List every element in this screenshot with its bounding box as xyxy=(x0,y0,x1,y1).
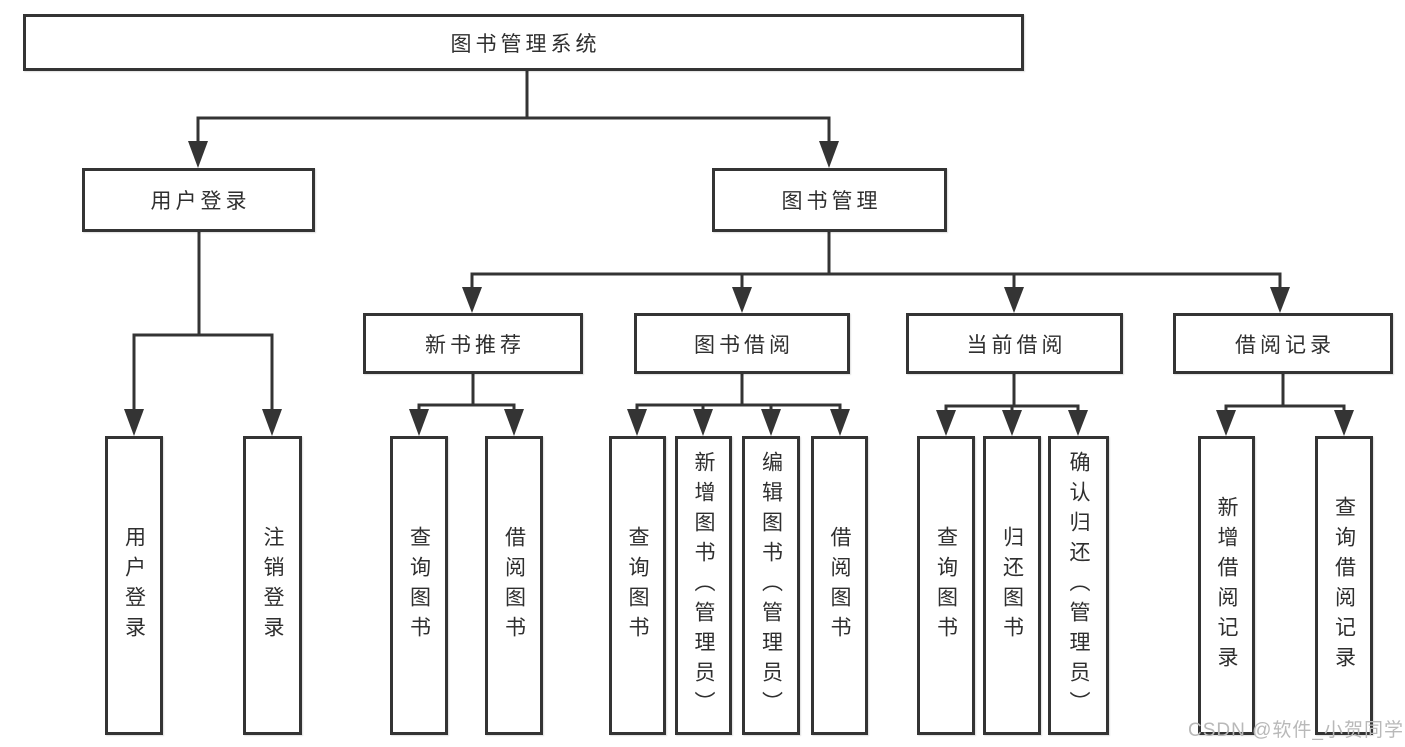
arrow-down-icon xyxy=(188,141,208,168)
arrow-down-icon xyxy=(819,141,839,168)
node-label: 图书管理系统 xyxy=(450,32,601,56)
leaf-current-return-book: 归还图书 xyxy=(983,436,1041,735)
arrow-down-icon xyxy=(732,287,752,313)
leaf-label: 查询借阅记录 xyxy=(1332,495,1356,676)
arrowhead-icons xyxy=(124,141,1354,436)
node-user-login: 用户登录 xyxy=(82,168,315,232)
node-new-book-recommend: 新书推荐 xyxy=(363,313,583,374)
leaf-recommend-borrow-book: 借阅图书 xyxy=(485,436,543,735)
leaf-records-add-record: 新增借阅记录 xyxy=(1198,436,1255,735)
arrow-down-icon xyxy=(1270,287,1290,313)
leaf-label: 确认归还（管理员） xyxy=(1067,450,1090,721)
arrow-down-icon xyxy=(830,409,850,436)
node-label: 当前借阅 xyxy=(966,333,1067,357)
node-root-library-system: 图书管理系统 xyxy=(23,14,1024,71)
leaf-label: 查询图书 xyxy=(934,525,958,646)
arrow-down-icon xyxy=(1068,410,1088,436)
arrow-down-icon xyxy=(124,409,144,436)
arrow-down-icon xyxy=(1216,410,1236,436)
leaf-borrow-edit-book-admin: 编辑图书（管理员） xyxy=(742,436,800,735)
arrow-down-icon xyxy=(504,409,524,436)
leaf-user-login: 用户登录 xyxy=(105,436,163,735)
leaf-label: 注销登录 xyxy=(261,525,284,646)
leaf-label: 查询图书 xyxy=(407,525,431,646)
node-borrow-records: 借阅记录 xyxy=(1173,313,1393,374)
leaf-label: 用户登录 xyxy=(122,525,146,646)
arrow-down-icon xyxy=(936,410,956,436)
leaf-current-query-book: 查询图书 xyxy=(917,436,975,735)
arrow-down-icon xyxy=(693,409,713,436)
arrow-down-icon xyxy=(1334,410,1354,436)
node-label: 图书管理 xyxy=(781,190,882,213)
arrow-down-icon xyxy=(1002,410,1022,436)
csdn-watermark: CSDN @软件_小贺同学 xyxy=(1188,720,1404,741)
leaf-label: 新增图书（管理员） xyxy=(692,450,715,721)
leaf-label: 编辑图书（管理员） xyxy=(759,450,783,721)
arrow-down-icon xyxy=(409,409,429,436)
leaf-borrow-borrow-book: 借阅图书 xyxy=(811,436,868,735)
arrow-down-icon xyxy=(462,287,482,313)
leaf-label: 归还图书 xyxy=(1000,525,1024,646)
leaf-label: 查询图书 xyxy=(626,525,649,646)
arrow-down-icon xyxy=(627,409,647,436)
node-label: 用户登录 xyxy=(150,190,251,213)
leaf-records-query-record: 查询借阅记录 xyxy=(1315,436,1373,735)
leaf-recommend-query-book: 查询图书 xyxy=(390,436,448,735)
leaf-label: 新增借阅记录 xyxy=(1215,495,1238,676)
arrow-down-icon xyxy=(1004,287,1024,313)
arrow-down-icon xyxy=(761,409,781,436)
leaf-label: 借阅图书 xyxy=(828,525,851,646)
node-label: 借阅记录 xyxy=(1235,333,1335,357)
leaf-logout: 注销登录 xyxy=(243,436,302,735)
leaf-current-confirm-return-admin: 确认归还（管理员） xyxy=(1048,436,1109,735)
node-label: 图书借阅 xyxy=(694,333,794,357)
leaf-borrow-add-book-admin: 新增图书（管理员） xyxy=(675,436,732,735)
node-book-management: 图书管理 xyxy=(712,168,947,232)
leaf-borrow-query-book: 查询图书 xyxy=(609,436,666,735)
node-current-borrow: 当前借阅 xyxy=(906,313,1123,374)
node-book-borrow: 图书借阅 xyxy=(634,313,850,374)
leaf-label: 借阅图书 xyxy=(502,525,526,646)
arrow-down-icon xyxy=(262,409,282,436)
node-label: 新书推荐 xyxy=(425,333,525,357)
connector-segments xyxy=(132,69,1346,416)
